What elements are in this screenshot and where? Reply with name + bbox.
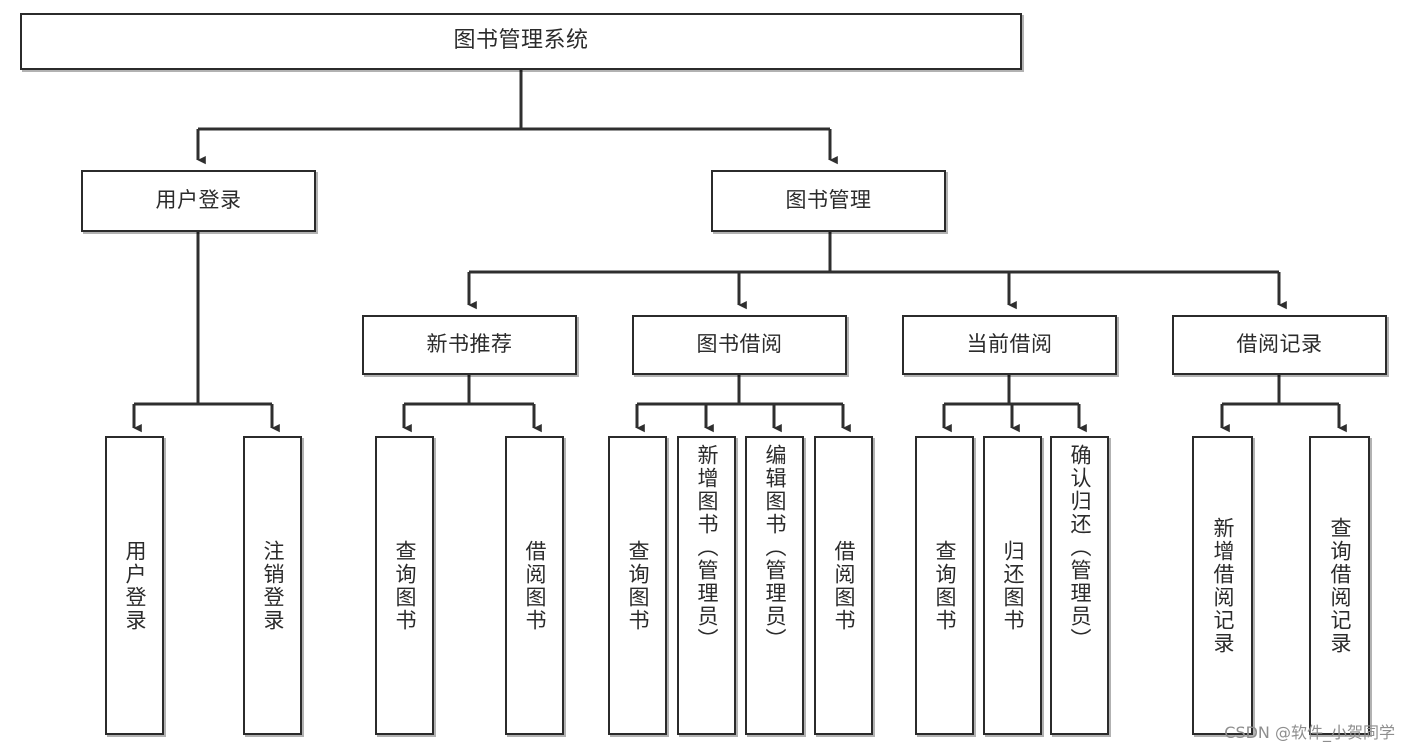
- leaf-label: 注销登录: [261, 539, 285, 632]
- leaf-current-borrow-1[interactable]: 归还图书: [983, 436, 1042, 735]
- node-root[interactable]: 图书管理系统: [20, 13, 1022, 70]
- leaf-current-borrow-0[interactable]: 查询图书: [915, 436, 974, 735]
- node-book-borrow[interactable]: 图书借阅: [632, 315, 847, 375]
- leaf-label: 新增借阅记录: [1211, 516, 1235, 655]
- node-root-label: 图书管理系统: [453, 28, 589, 54]
- leaf-label: 查询图书: [393, 539, 417, 632]
- leaf-label: 确认归还（管理员）: [1068, 444, 1092, 651]
- leaf-book-borrow-0[interactable]: 查询图书: [608, 436, 667, 735]
- node-borrow-record[interactable]: 借阅记录: [1172, 315, 1387, 375]
- leaf-label: 新增图书（管理员）: [695, 444, 719, 651]
- leaf-new-book-rec-1[interactable]: 借阅图书: [505, 436, 564, 735]
- leaf-label: 归还图书: [1001, 539, 1025, 632]
- leaf-book-borrow-3[interactable]: 借阅图书: [814, 436, 873, 735]
- node-new-book-recommendation-label: 新书推荐: [426, 332, 513, 357]
- node-user-login-label: 用户登录: [155, 188, 242, 213]
- leaf-label: 借阅图书: [523, 539, 547, 632]
- node-book-borrow-label: 图书借阅: [696, 332, 783, 357]
- node-current-borrow[interactable]: 当前借阅: [902, 315, 1117, 375]
- leaf-label: 查询图书: [933, 539, 957, 632]
- leaf-book-borrow-1[interactable]: 新增图书（管理员）: [677, 436, 736, 735]
- leaf-label: 借阅图书: [832, 539, 856, 632]
- leaf-label: 查询图书: [626, 539, 650, 632]
- node-book-management-label: 图书管理: [785, 188, 872, 213]
- node-borrow-record-label: 借阅记录: [1236, 332, 1323, 357]
- leaf-new-book-rec-0[interactable]: 查询图书: [375, 436, 434, 735]
- leaf-user-login-1[interactable]: 注销登录: [243, 436, 302, 735]
- watermark: CSDN @软件_小贺同学: [1224, 723, 1395, 742]
- node-current-borrow-label: 当前借阅: [966, 332, 1053, 357]
- node-new-book-recommendation[interactable]: 新书推荐: [362, 315, 577, 375]
- leaf-book-borrow-2[interactable]: 编辑图书（管理员）: [745, 436, 804, 735]
- leaf-borrow-record-0[interactable]: 新增借阅记录: [1192, 436, 1253, 735]
- leaf-borrow-record-1[interactable]: 查询借阅记录: [1309, 436, 1370, 735]
- node-book-management[interactable]: 图书管理: [711, 170, 946, 232]
- leaf-current-borrow-2[interactable]: 确认归还（管理员）: [1050, 436, 1109, 735]
- leaf-label: 用户登录: [123, 539, 147, 632]
- leaf-label: 编辑图书（管理员）: [763, 444, 787, 651]
- node-user-login[interactable]: 用户登录: [81, 170, 316, 232]
- leaf-user-login-0[interactable]: 用户登录: [105, 436, 164, 735]
- leaf-label: 查询借阅记录: [1328, 516, 1352, 655]
